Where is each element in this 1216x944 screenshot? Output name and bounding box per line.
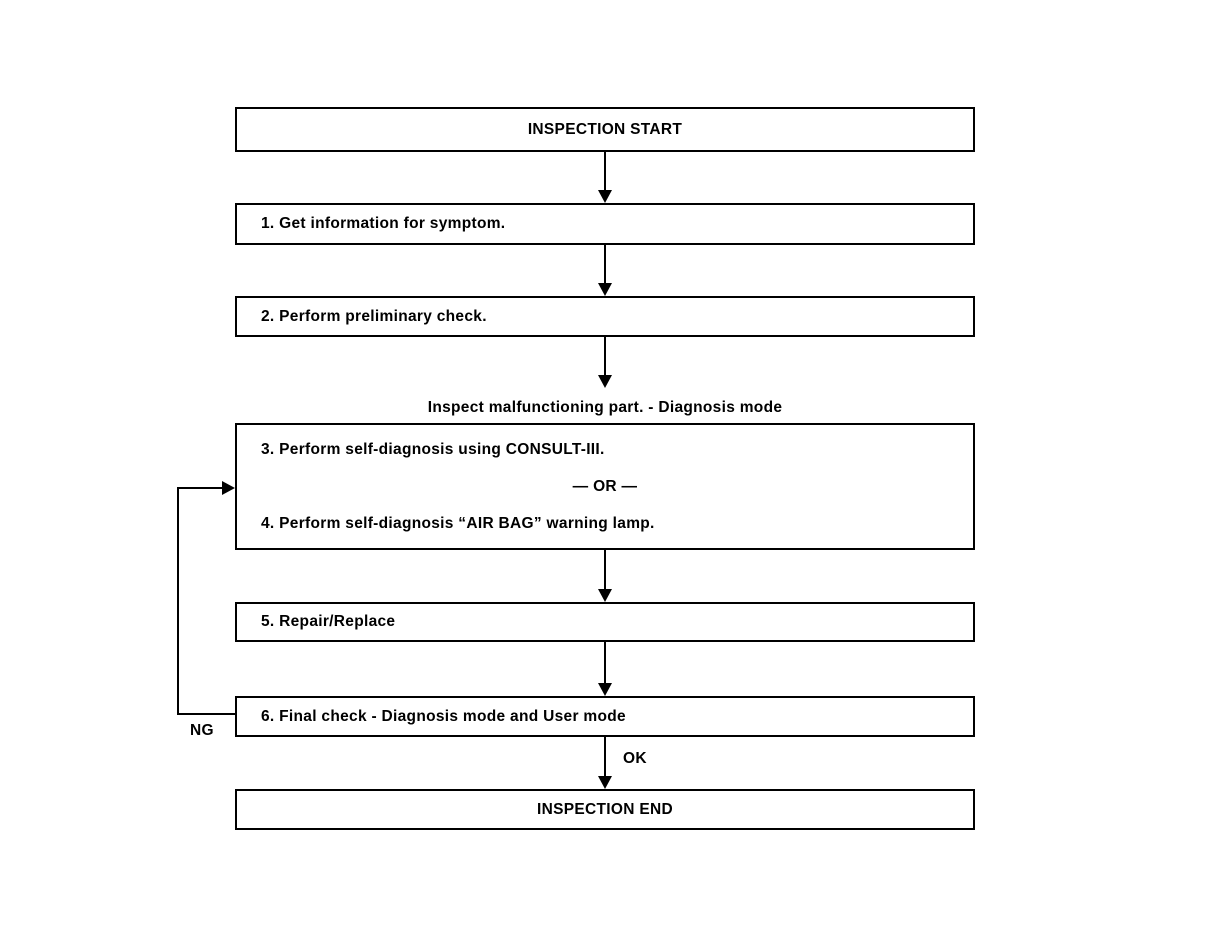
node-step1: 1. Get information for symptom. (235, 203, 975, 245)
node-step5: 5. Repair/Replace (235, 602, 975, 642)
arrow-start-to-step1-line (604, 152, 606, 192)
node-inspection-start: INSPECTION START (235, 107, 975, 152)
arrow-start-to-step1-head-icon (598, 190, 612, 203)
node-step4-label: 4. Perform self-diagnosis “AIR BAG” warn… (261, 515, 655, 532)
node-step6: 6. Final check - Diagnosis mode and User… (235, 696, 975, 737)
arrow-step6-to-end-head-icon (598, 776, 612, 789)
ok-label: OK (623, 750, 647, 767)
arrow-step2-to-diagnosis-line (604, 337, 606, 377)
node-step6-label: 6. Final check - Diagnosis mode and User… (261, 707, 626, 725)
arrow-diagnosis-to-step5-head-icon (598, 589, 612, 602)
ng-label: NG (190, 722, 214, 739)
ng-loop-bottom-segment (177, 713, 236, 715)
node-diagnosis-group: 3. Perform self-diagnosis using CONSULT-… (235, 423, 975, 550)
node-inspection-end-label: INSPECTION END (537, 800, 673, 818)
node-inspection-start-label: INSPECTION START (527, 120, 683, 138)
node-step2: 2. Perform preliminary check. (235, 296, 975, 337)
node-step2-label: 2. Perform preliminary check. (261, 307, 487, 325)
arrow-step2-to-diagnosis-head-icon (598, 375, 612, 388)
ng-loop-arrowhead-icon (222, 481, 235, 495)
ng-loop-top-segment (177, 487, 224, 489)
diagnosis-section-label: Inspect malfunctioning part. - Diagnosis… (427, 399, 783, 416)
arrow-diagnosis-to-step5-line (604, 550, 606, 590)
ng-loop-vertical-segment (177, 487, 179, 715)
or-separator-label: — OR — (572, 478, 638, 495)
node-step1-label: 1. Get information for symptom. (261, 215, 506, 232)
arrow-step1-to-step2-line (604, 245, 606, 285)
arrow-step1-to-step2-head-icon (598, 283, 612, 296)
node-inspection-end: INSPECTION END (235, 789, 975, 830)
arrow-step6-to-end-line (604, 737, 606, 777)
arrow-step5-to-step6-head-icon (598, 683, 612, 696)
arrow-step5-to-step6-line (604, 642, 606, 684)
node-step5-label: 5. Repair/Replace (261, 613, 396, 630)
node-step3-label: 3. Perform self-diagnosis using CONSULT-… (261, 441, 605, 458)
